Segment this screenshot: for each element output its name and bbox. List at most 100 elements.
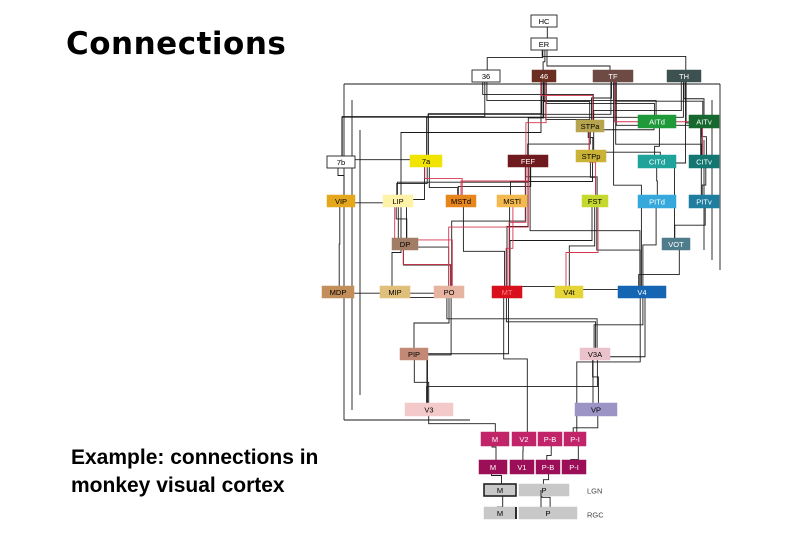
area-box-rgcp <box>518 506 578 520</box>
area-aitv: AITv <box>688 114 720 129</box>
area-box-hc <box>530 14 558 28</box>
connection-PO-V3 <box>426 292 452 410</box>
area-box-v1pi <box>561 459 587 475</box>
area-label-mstd: MSTd <box>451 197 471 206</box>
area-box-v2m <box>480 431 510 447</box>
area-mdp: MDP <box>321 285 355 299</box>
connection-TF-V4 <box>613 76 642 292</box>
connection-TF-7a <box>427 76 612 161</box>
area-label-v1m: M <box>490 463 496 472</box>
area-box-36 <box>471 69 501 83</box>
area-pitd: PITd <box>637 194 677 209</box>
area-label-mdp: MDP <box>330 288 347 297</box>
area-7a: 7a <box>409 154 443 168</box>
area-label-v2: V2 <box>519 435 528 444</box>
highlight-connection-7a-MSTd <box>424 161 463 201</box>
area-fst: FST <box>581 194 609 208</box>
area-label-vp: VP <box>591 406 601 415</box>
connection-FST-V4t <box>568 201 596 292</box>
slide-title: Connections <box>66 26 287 62</box>
area-er: ER <box>530 37 558 51</box>
area-box-dp <box>391 237 419 251</box>
connection-AITv-CITv <box>701 121 707 162</box>
area-vip: VIP <box>326 194 356 208</box>
connection-FST-MT <box>509 201 593 292</box>
area-label-pitd: PITd <box>649 198 665 207</box>
connection-lines <box>337 21 721 513</box>
area-label-v4t: V4t <box>563 288 575 297</box>
area-box-v3a <box>579 347 611 361</box>
area-label-v1pi: P-I <box>569 463 579 472</box>
connection-7a-MSTd <box>428 161 459 201</box>
area-box-v4t <box>554 285 584 299</box>
area-label-36: 36 <box>482 72 490 81</box>
area-v1pb: P-B <box>535 459 561 475</box>
area-mt: MT <box>491 285 523 299</box>
area-box-46 <box>531 69 557 83</box>
highlight-connection-46-STPa <box>540 76 594 126</box>
area-label-citv: CITv <box>696 158 712 167</box>
connection-V4-V3A <box>593 292 644 354</box>
area-mip: MIP <box>379 285 411 299</box>
connection-MSTd-MT <box>462 201 506 292</box>
connection-DP-PO <box>403 244 451 292</box>
area-label-fef: FEF <box>521 157 536 166</box>
connection-STPp-MSTl <box>510 156 593 201</box>
area-box-vot <box>661 237 691 251</box>
area-th: TH <box>666 69 702 83</box>
area-tf: TF <box>592 69 634 83</box>
connection-MT-V3A <box>505 292 597 354</box>
connection-46-STPa <box>543 76 591 126</box>
area-stpp: STPp <box>575 149 607 163</box>
connection-FEF-MSTd <box>457 161 532 201</box>
area-aitd: AITd <box>637 114 677 129</box>
connection-PO-PIP <box>413 292 450 354</box>
area-label-rgcp: P <box>545 509 550 518</box>
connection-AITd-CITd <box>654 121 660 162</box>
area-box-v1pb <box>535 459 561 475</box>
area-label-mt: MT <box>502 288 513 297</box>
area-36: 36 <box>471 69 501 83</box>
highlight-connection-FST-V4t <box>565 201 599 292</box>
area-v2pb: P-B <box>537 431 563 447</box>
area-box-pitv <box>688 194 720 209</box>
connection-V4-V2PI <box>576 292 641 439</box>
area-box-v4 <box>617 285 667 299</box>
area-label-vip: VIP <box>335 197 347 206</box>
area-label-mstl: MSTl <box>503 197 521 206</box>
caption-line-1: Example: connections in <box>71 446 319 469</box>
highlight-connection-STPa-FST <box>588 126 597 201</box>
area-box-pitd <box>637 194 677 209</box>
area-label-v1pb: P-B <box>542 463 555 472</box>
area-box-stpp <box>575 149 607 163</box>
area-box-stpa <box>575 119 605 133</box>
area-box-mdp <box>321 285 355 299</box>
area-lgnm: M <box>483 483 517 497</box>
area-box-mip <box>379 285 411 299</box>
area-box-pip <box>399 347 429 361</box>
connection-V3A-VP <box>592 354 599 410</box>
area-v3: V3 <box>404 402 454 417</box>
connection-STPa-FEF <box>527 126 591 161</box>
area-label-th: TH <box>679 72 689 81</box>
area-label-7a: 7a <box>422 157 431 166</box>
connection-TF-PITv <box>615 76 702 202</box>
area-box-v3 <box>404 402 454 417</box>
area-7b: 7b <box>326 155 356 169</box>
area-box-fef <box>507 154 549 168</box>
connection-MT-V3 <box>427 292 509 410</box>
area-label-dp: DP <box>400 240 410 249</box>
area-box-v2 <box>511 431 537 447</box>
connection-46-7b <box>341 76 544 162</box>
connection-V3A-V3 <box>426 354 598 410</box>
area-lgnp: P <box>518 483 570 497</box>
area-label-lgnm: M <box>497 486 503 495</box>
area-label-v2pi: P-I <box>570 435 580 444</box>
row-label-lgn: LGN <box>587 487 602 496</box>
area-v2: V2 <box>511 431 537 447</box>
caption-line-2: monkey visual cortex <box>71 474 285 497</box>
area-label-7b: 7b <box>337 158 345 167</box>
area-label-stpa: STPa <box>581 122 601 131</box>
connection-MT-V2 <box>503 292 528 439</box>
